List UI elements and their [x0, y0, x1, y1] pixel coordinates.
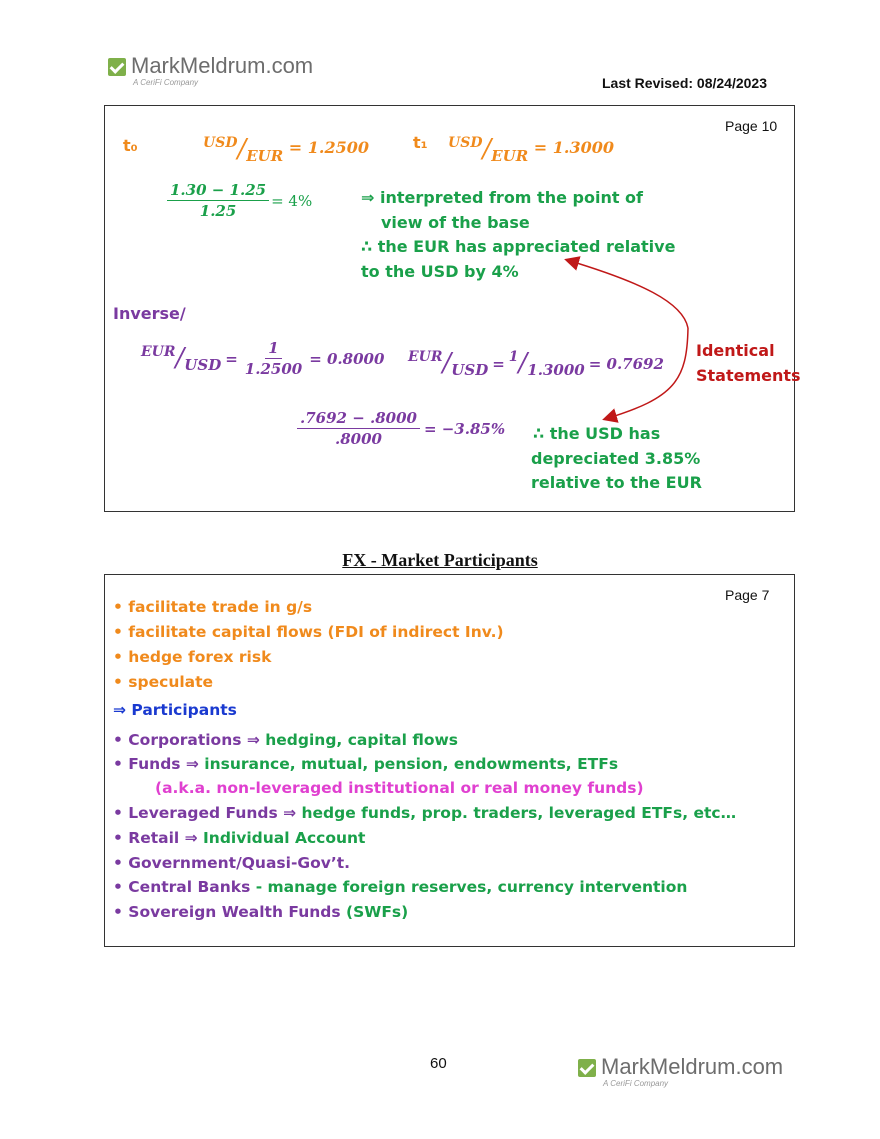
dep-line-1: ∴ the USD has [533, 424, 661, 443]
t0-value: = 1.2500 [288, 138, 370, 157]
inv2-frac-numerator: 1 [508, 349, 519, 365]
calc2-denominator: .8000 [334, 430, 382, 448]
inv1-equals: = [225, 349, 238, 368]
calc2-result: = −3.85% [423, 419, 506, 438]
participant-name: • Sovereign Wealth Funds [113, 903, 346, 921]
identical-arrow-icon [564, 256, 689, 423]
page-number: 60 [430, 1055, 447, 1072]
participants-heading: ⇒ Participants [113, 701, 237, 719]
identical-label-1: Identical [696, 341, 775, 360]
t1-denominator: EUR [491, 147, 529, 165]
participant-detail: Individual Account [203, 829, 366, 847]
exchange-rate-box: Page 10 t₀ USD/EUR = 1.2500 t₁ USD/EUR =… [104, 105, 801, 512]
participant-name: • Leveraged Funds ⇒ [113, 804, 302, 822]
identical-label-2: Statements [696, 366, 801, 385]
participant-retail: • Retail ⇒ Individual Account [113, 829, 365, 847]
t0-rate: USD/EUR = 1.2500 [203, 134, 370, 165]
note-line-2: view of the base [381, 213, 530, 232]
participant-detail: - manage foreign reserves, currency inte… [255, 878, 688, 896]
inv2-result: = 0.7692 [588, 354, 664, 373]
calc1-result: = 4% [271, 191, 313, 210]
inv1-numerator: EUR [141, 344, 176, 360]
participant-government: • Government/Quasi-Gov’t. [113, 854, 351, 872]
participant-name: • Funds ⇒ [113, 755, 205, 773]
inv1-frac-denominator: 1.2500 [244, 360, 303, 378]
t1-label: t₁ [413, 133, 428, 152]
t1-value: = 1.3000 [533, 138, 615, 157]
participant-name: • Corporations ⇒ [113, 731, 266, 749]
calc2-numerator: .7692 − .8000 [297, 408, 420, 429]
section-title: FX - Market Participants [342, 550, 538, 570]
footer-logo: MarkMeldrum.com A CeriFi Company [578, 1056, 783, 1088]
purpose-item: • facilitate trade in g/s [113, 598, 313, 616]
purpose-item: • hedge forex risk [113, 648, 272, 666]
t1-rate: USD/EUR = 1.3000 [448, 134, 615, 165]
logo-name: MarkMeldrum.com [131, 53, 314, 78]
dep-line-3: relative to the EUR [531, 473, 702, 492]
note-line-3: ∴ the EUR has appreciated relative [361, 237, 676, 256]
inverse-label: Inverse/ [113, 304, 186, 323]
participant-name: • Central Banks [113, 878, 256, 896]
logo-name: MarkMeldrum.com [601, 1054, 784, 1079]
inv2-frac-denominator: 1.3000 [527, 361, 585, 379]
t0-denominator: EUR [246, 147, 284, 165]
depreciation-calc: .7692 − .8000.8000 = −3.85% [297, 408, 505, 449]
participant-corporations: • Corporations ⇒ hedging, capital flows [113, 731, 458, 749]
funds-subnote: (a.k.a. non-leveraged institutional or r… [155, 779, 644, 797]
participant-detail: hedge funds, prop. traders, leveraged ET… [301, 804, 737, 822]
participant-detail: (SWFs) [346, 903, 409, 921]
inv1-frac-numerator: 1 [265, 338, 282, 359]
last-revised: Last Revised: 08/24/2023 [602, 75, 767, 91]
checkmark-icon [578, 1059, 596, 1077]
logo-subtitle: A CeriFi Company [133, 78, 199, 87]
inv2-equals: = [492, 354, 505, 373]
header-logo: MarkMeldrum.com A CeriFi Company [108, 55, 313, 87]
logo-subtitle: A CeriFi Company [603, 1079, 669, 1088]
calc1-denominator: 1.25 [199, 202, 237, 220]
inv2-denominator: USD [451, 361, 489, 379]
participant-central-banks: • Central Banks - manage foreign reserve… [113, 878, 687, 896]
participant-detail: hedging, capital flows [265, 731, 459, 749]
inv2-numerator: EUR [408, 349, 443, 365]
t0-label: t₀ [123, 136, 138, 155]
inverse-rate-2: EUR/USD = 1/1.3000 = 0.7692 [408, 348, 664, 379]
participant-leveraged-funds: • Leveraged Funds ⇒ hedge funds, prop. t… [113, 804, 736, 822]
page-label: Page 10 [725, 118, 778, 134]
t1-numerator: USD [448, 135, 483, 151]
participant-funds: • Funds ⇒ insurance, mutual, pension, en… [113, 755, 618, 773]
note-line-1: ⇒ interpreted from the point of [361, 188, 643, 207]
dep-line-2: depreciated 3.85% [531, 449, 701, 468]
purpose-item: • speculate [113, 673, 214, 691]
participant-swf: • Sovereign Wealth Funds (SWFs) [113, 903, 408, 921]
inv1-result: = 0.8000 [309, 349, 385, 368]
participant-detail: insurance, mutual, pension, endowments, … [204, 755, 619, 773]
page-label: Page 7 [725, 587, 770, 603]
participants-box: Page 7 [104, 574, 795, 947]
purpose-item: • facilitate capital flows (FDI of indir… [113, 623, 504, 641]
participant-name: • Retail ⇒ [113, 829, 204, 847]
calc1-numerator: 1.30 − 1.25 [167, 180, 270, 201]
t0-numerator: USD [203, 135, 238, 151]
inv1-denominator: USD [184, 356, 222, 374]
checkmark-icon [108, 58, 126, 76]
note-line-4: to the USD by 4% [361, 262, 519, 281]
